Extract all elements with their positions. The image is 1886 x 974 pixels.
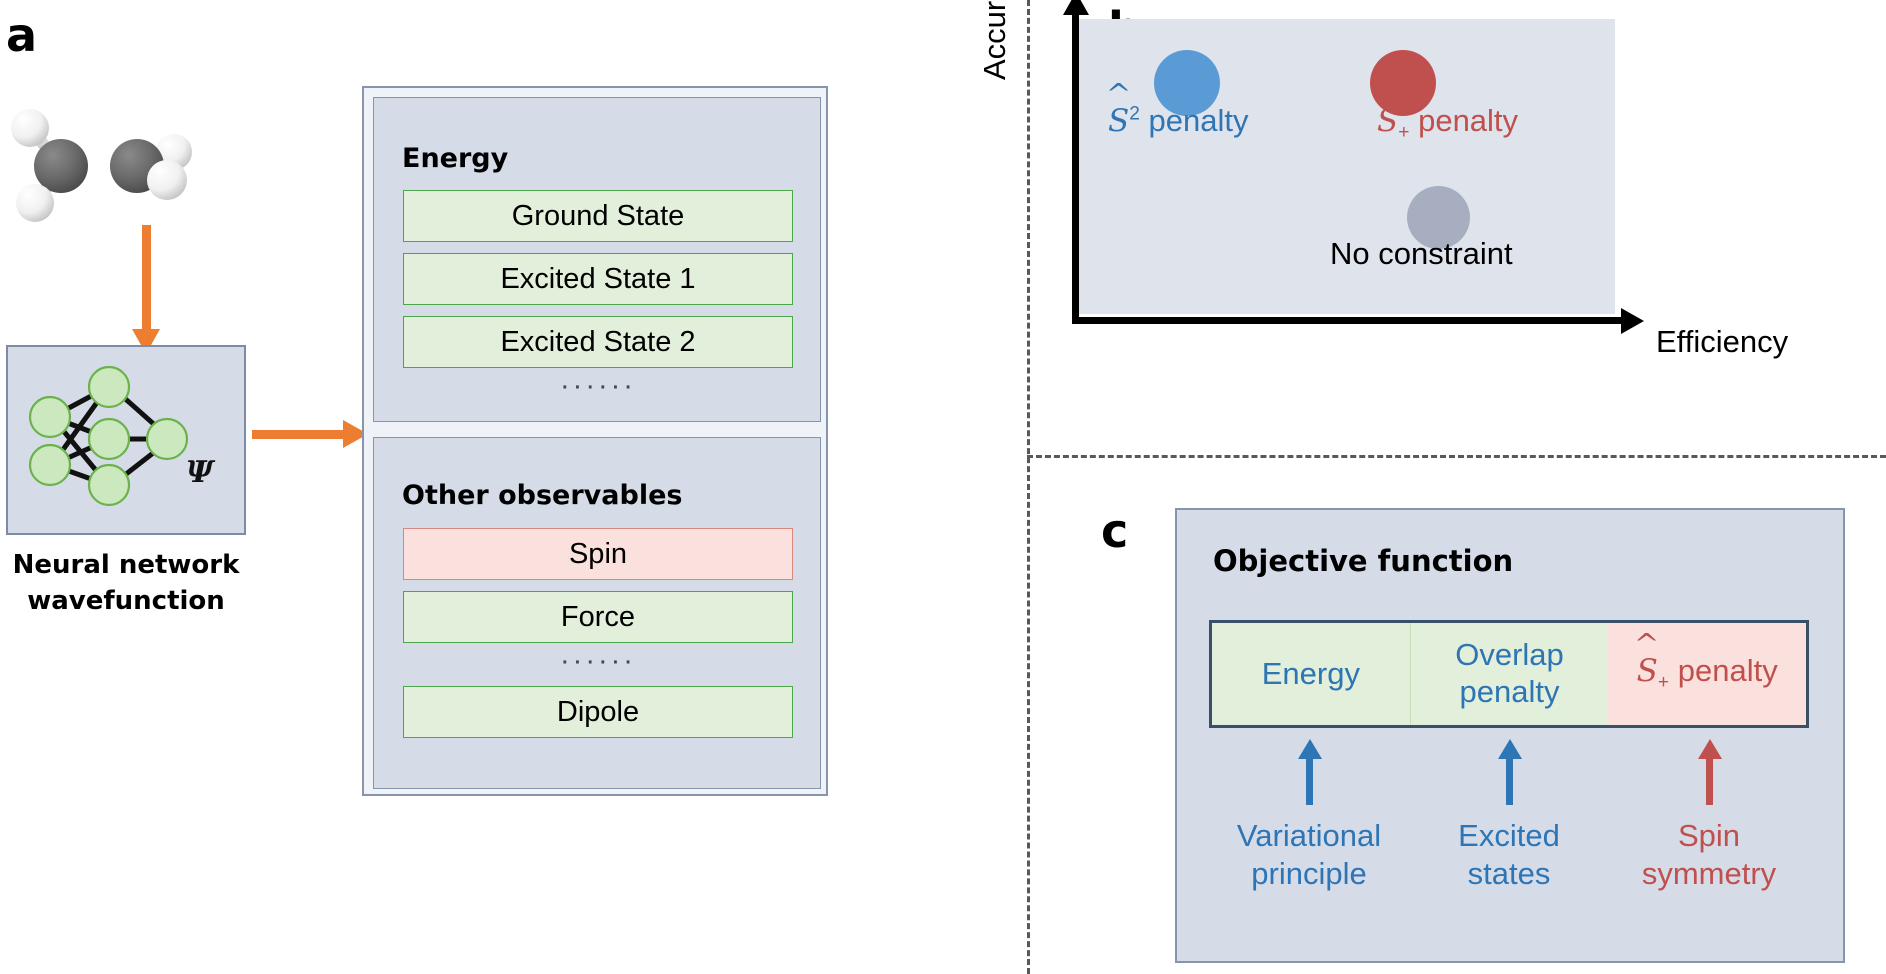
ethylene-molecule-image — [11, 109, 192, 222]
other-observables-title: Other observables — [402, 480, 683, 511]
other-observables-ellipsis: ······ — [560, 645, 636, 677]
energy-item-ground-state[interactable]: Ground State — [403, 190, 793, 242]
panel-letter-a: a — [6, 8, 38, 62]
caption-2-line1: Spin — [1677, 818, 1741, 853]
arrow-spin-symmetry — [1697, 739, 1722, 805]
bubble-s2-penalty[interactable] — [1154, 50, 1220, 116]
observable-item-force[interactable]: Force — [403, 591, 793, 643]
energy-ellipsis: ······ — [560, 370, 636, 402]
energy-item-excited-state-2[interactable]: Excited State 2 — [403, 316, 793, 368]
caption-2-line2: symmetry — [1641, 855, 1777, 891]
energy-item-excited-state-1[interactable]: Excited State 1 — [403, 253, 793, 305]
observables-card: Energy Ground State Excited State 1 Exci… — [362, 86, 828, 796]
splus-term-text: penalty — [1669, 653, 1778, 689]
orange-down-arrow — [132, 225, 160, 354]
objective-function-card: Objective function Energy Overlap penalt… — [1175, 508, 1845, 963]
caption-excited-states: Excited states — [1409, 817, 1609, 893]
efficiency-axis — [1072, 307, 1644, 334]
label-no-constraint: No constraint — [1330, 236, 1513, 271]
caption-0-line2: principle — [1251, 855, 1367, 891]
label-splus-penalty-text: penalty — [1409, 103, 1519, 138]
nn-caption-line2: wavefunction — [27, 585, 225, 616]
objective-term-energy[interactable]: Energy — [1212, 623, 1410, 725]
energy-group-title: Energy — [402, 143, 509, 174]
label-s2-penalty-text: penalty — [1139, 103, 1249, 138]
observable-item-dipole[interactable]: Dipole — [403, 686, 793, 738]
arrow-variational-principle — [1297, 739, 1322, 805]
overlap-line2: penalty — [1459, 674, 1560, 709]
caption-spin-symmetry: Spin symmetry — [1609, 817, 1809, 893]
vertical-divider — [1027, 0, 1030, 974]
other-observables-group: Other observables Spin Force ······ Dipo… — [373, 437, 821, 789]
arrow-excited-states — [1497, 739, 1522, 805]
accuracy-efficiency-plot-area — [1079, 19, 1615, 314]
objective-term-splus-penalty[interactable]: S+ penalty — [1608, 623, 1807, 725]
neural-network-graph — [28, 365, 189, 507]
panel-letter-c: c — [1101, 504, 1129, 558]
caption-variational-principle: Variational principle — [1209, 817, 1409, 893]
objective-term-overlap-penalty[interactable]: Overlap penalty — [1409, 623, 1609, 725]
energy-group: Energy Ground State Excited State 1 Exci… — [373, 97, 821, 422]
caption-1-line1: Excited — [1458, 818, 1560, 853]
neural-network-box: Ψ — [6, 345, 246, 535]
nn-caption-line1: Neural network — [12, 550, 240, 580]
label-splus-penalty: S+ penalty — [1377, 103, 1518, 144]
bubble-no-constraint[interactable] — [1407, 186, 1470, 249]
objective-terms-row: Energy Overlap penalty S+ penalty — [1209, 620, 1809, 728]
objective-function-title: Objective function — [1213, 544, 1514, 578]
label-s2-penalty: S2 penalty — [1108, 103, 1249, 139]
overlap-line1: Overlap — [1455, 637, 1564, 673]
neural-network-caption: Neural network wavefunction — [0, 548, 252, 620]
observable-item-spin[interactable]: Spin — [403, 528, 793, 580]
accuracy-axis-label: Accuracy — [977, 0, 1012, 80]
psi-symbol-label: Ψ — [186, 455, 214, 490]
accuracy-axis — [1062, 0, 1089, 324]
caption-0-line1: Variational — [1236, 818, 1382, 853]
orange-right-arrow — [252, 420, 368, 448]
horizontal-divider — [1027, 455, 1886, 458]
efficiency-axis-label: Efficiency — [1656, 324, 1789, 359]
caption-1-line2: states — [1467, 855, 1551, 891]
